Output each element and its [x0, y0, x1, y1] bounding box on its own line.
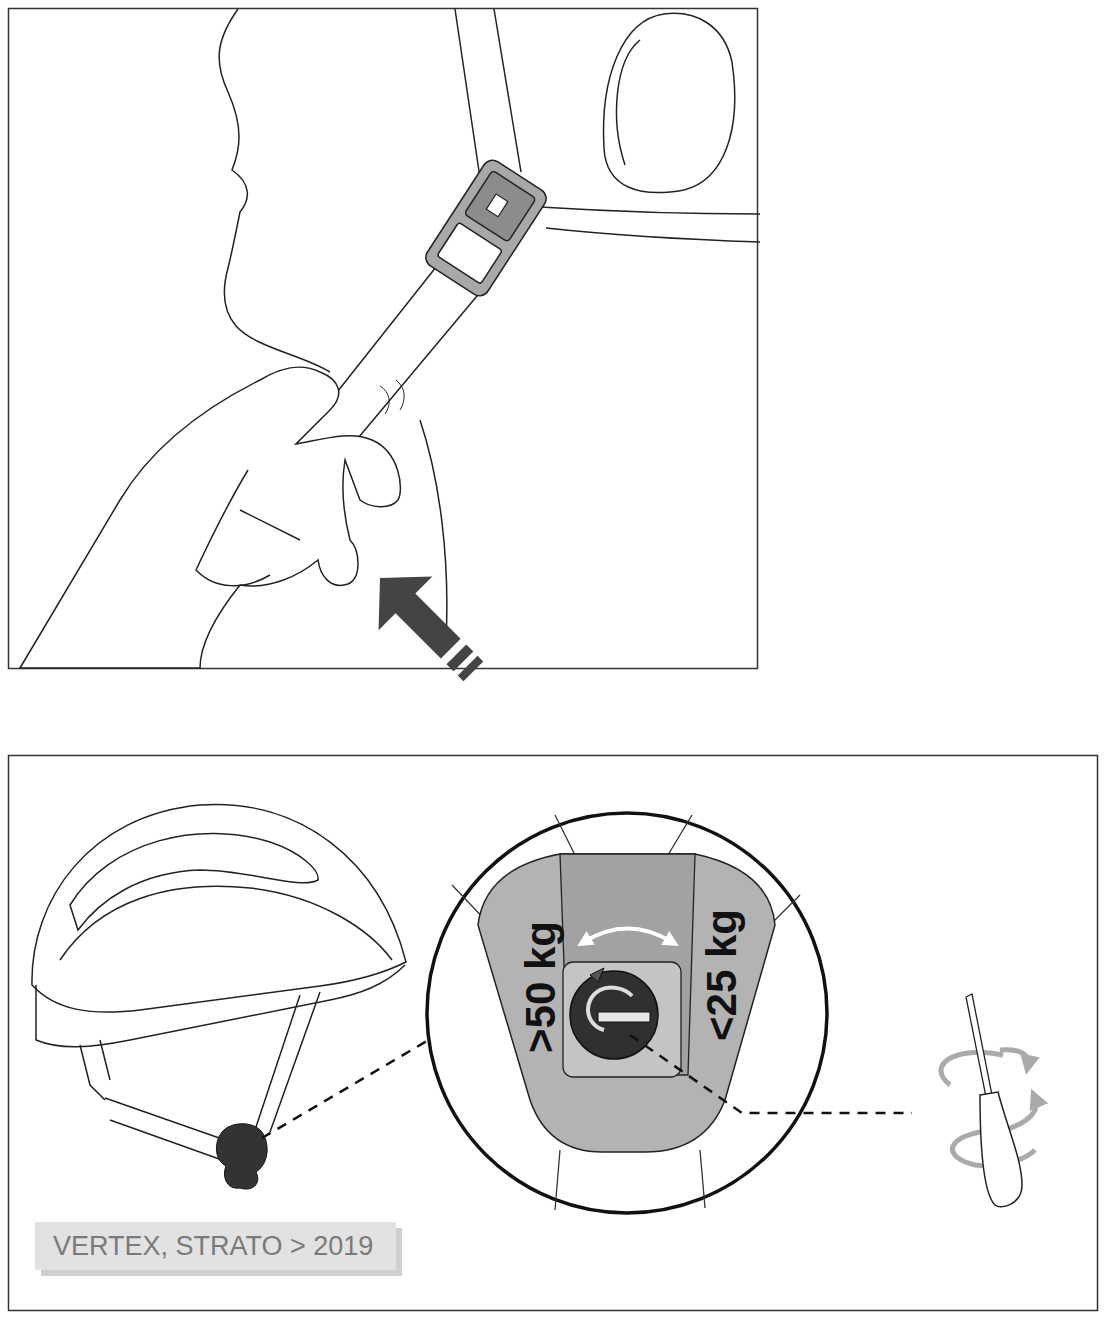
pull-arrow: [353, 551, 500, 698]
helmet-rim: [36, 965, 405, 1047]
dial-slot: [598, 1012, 650, 1022]
finger-lines: [196, 470, 300, 586]
helmet-shell: [32, 804, 406, 1012]
buckle: [422, 156, 550, 299]
strap: [540, 207, 760, 242]
leader-line: [262, 1038, 432, 1138]
label-text: VERTEX, STRATO > 2019: [53, 1230, 374, 1262]
panel-frame: [9, 756, 1098, 1311]
zoom-straps: [452, 815, 800, 1210]
screwdriver-handle: [980, 1092, 1022, 1207]
rotate-symbol: [1000, 1050, 1028, 1065]
chin-strap: [105, 1098, 225, 1160]
adjuster-housing: [478, 854, 775, 1152]
dial-recess: [563, 962, 681, 1077]
helmet-ridge: [60, 886, 392, 960]
buckle-slot: [486, 194, 508, 217]
buckle-dial: [216, 1124, 267, 1189]
ear: [604, 13, 735, 192]
face-profile: [219, 9, 330, 372]
screwdriver: [941, 994, 1036, 1207]
screwdriver-shaft: [966, 994, 992, 1097]
weight-label: >50 kg: [520, 921, 562, 1053]
motion-marks: [380, 380, 404, 414]
hand: [20, 367, 404, 668]
rotate-symbol: [1005, 1098, 1036, 1130]
helmet: [32, 804, 406, 1160]
arrow-body: [353, 551, 477, 675]
dial-pointer: [590, 968, 604, 982]
buckle-clip: [464, 170, 536, 242]
chin-strap: [296, 262, 482, 462]
buckle-body: [422, 156, 550, 299]
hand-outline: [20, 367, 400, 668]
weight-label: <25 kg: [701, 909, 743, 1041]
zoom-circle: [427, 813, 827, 1213]
ear-inner: [617, 40, 640, 165]
arrow-dash: [458, 656, 483, 681]
harness: [80, 1040, 110, 1100]
strap: [455, 9, 521, 178]
panel-frame: [9, 9, 758, 669]
leader-line: [630, 1035, 912, 1113]
rotation-arrow: [584, 929, 672, 943]
dial-mark: [588, 988, 632, 1030]
helmet-vent: [70, 833, 318, 930]
model-label: VERTEX, STRATO > 2019: [35, 1222, 396, 1270]
